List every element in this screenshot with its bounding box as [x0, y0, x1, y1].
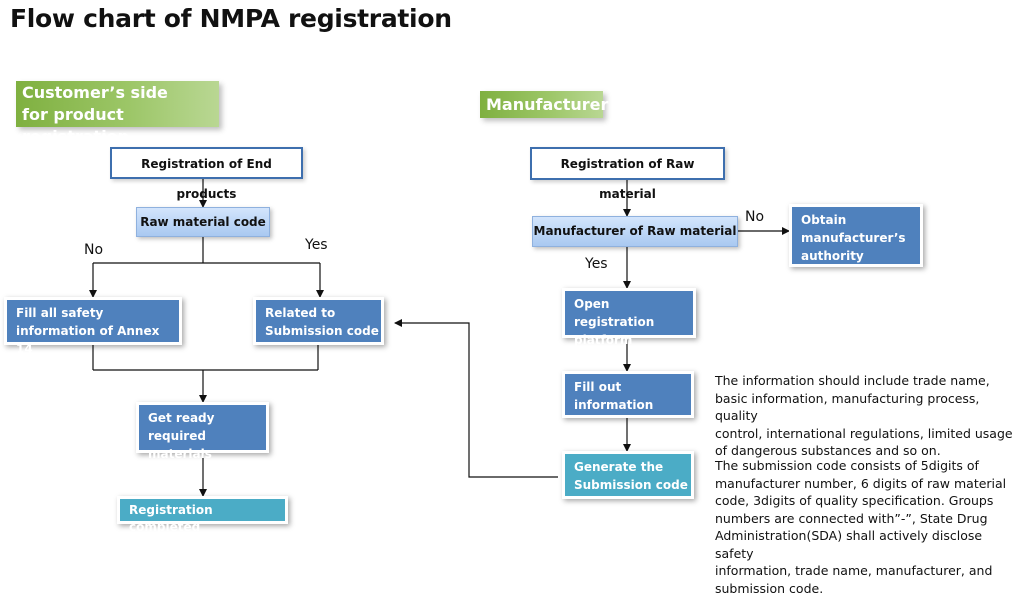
- node-generate-submission-code: Generate the Submission code: [562, 451, 694, 499]
- node-raw-material-code: Raw material code: [136, 207, 270, 237]
- arrow-code-to-related: [394, 319, 558, 478]
- manufacturer-tag: Manufacturer: [480, 91, 608, 118]
- node-open-registration-platform: Open registration platform: [562, 288, 696, 347]
- label-no-right: No: [745, 209, 765, 225]
- node-registration-end-products: Registration of End products: [110, 147, 303, 201]
- note-submission-code-format: The submission code consists of 5digits …: [715, 458, 1007, 596]
- label-no-left: No: [84, 242, 104, 258]
- node-related-submission-code: Related to Submission code: [253, 297, 384, 345]
- node-fill-out-information: Fill out information: [562, 371, 694, 418]
- node-registration-completed: Registration completed: [117, 496, 288, 534]
- note-information-contents: The information should include trade nam…: [715, 373, 1013, 458]
- label-yes-left: Yes: [305, 237, 328, 253]
- node-obtain-authority: Obtain manufacturer’s authority: [789, 204, 923, 267]
- node-manufacturer-raw-material: Manufacturer of Raw material: [532, 216, 738, 247]
- node-get-ready-materials: Get ready required materials: [136, 402, 269, 461]
- label-yes-right: Yes: [585, 256, 608, 272]
- node-registration-raw-material: Registration of Raw material: [530, 147, 725, 201]
- page-title: Flow chart of NMPA registration: [10, 4, 452, 33]
- customer-side-tag: Customer’s side for product registration: [16, 81, 219, 146]
- node-fill-safety-info: Fill all safety information of Annex 14: [4, 297, 182, 356]
